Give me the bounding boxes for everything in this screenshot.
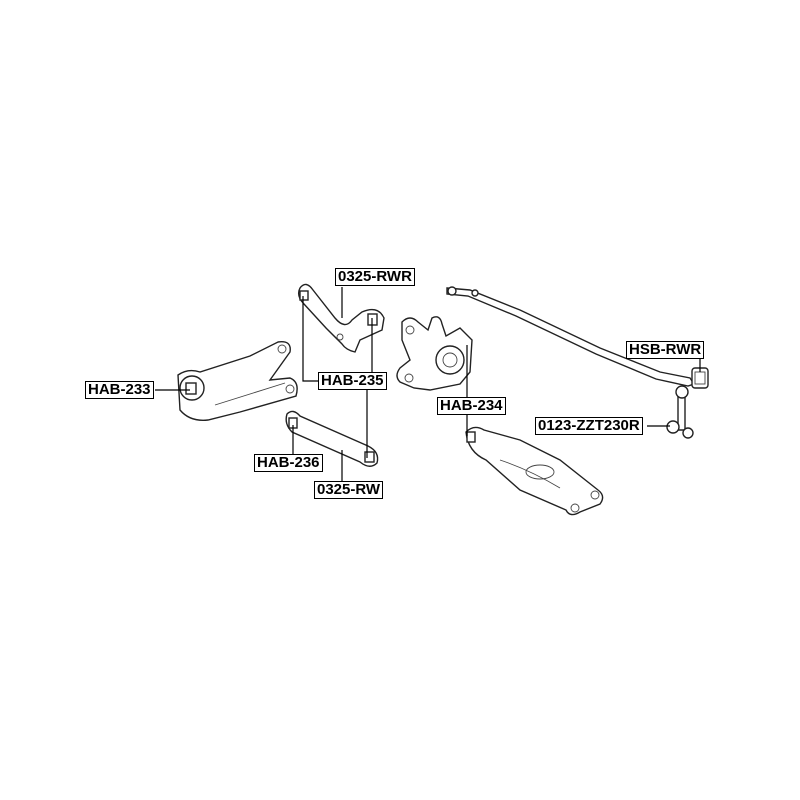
part-label-hab-233: HAB-233 bbox=[85, 381, 154, 399]
upper-control-arm bbox=[297, 283, 385, 353]
stabilizer-link bbox=[666, 385, 694, 439]
part-label-hab-236: HAB-236 bbox=[254, 454, 323, 472]
part-label-hab-234: HAB-234 bbox=[437, 397, 506, 415]
stabilizer-bar bbox=[446, 286, 696, 387]
part-label-hsb-rwr: HSB-RWR bbox=[626, 341, 705, 359]
part-label-0325-rwr: 0325-RWR bbox=[335, 268, 415, 286]
part-label-hab-235: HAB-235 bbox=[318, 372, 387, 390]
part-label-0325-rw: 0325-RW bbox=[314, 481, 384, 499]
leader-lines bbox=[155, 287, 701, 481]
lower-control-arm bbox=[465, 426, 604, 516]
trailing-arm bbox=[177, 341, 298, 421]
part-label-0123-zzt230r: 0123-ZZT230R bbox=[535, 417, 643, 435]
knuckle bbox=[396, 316, 473, 391]
